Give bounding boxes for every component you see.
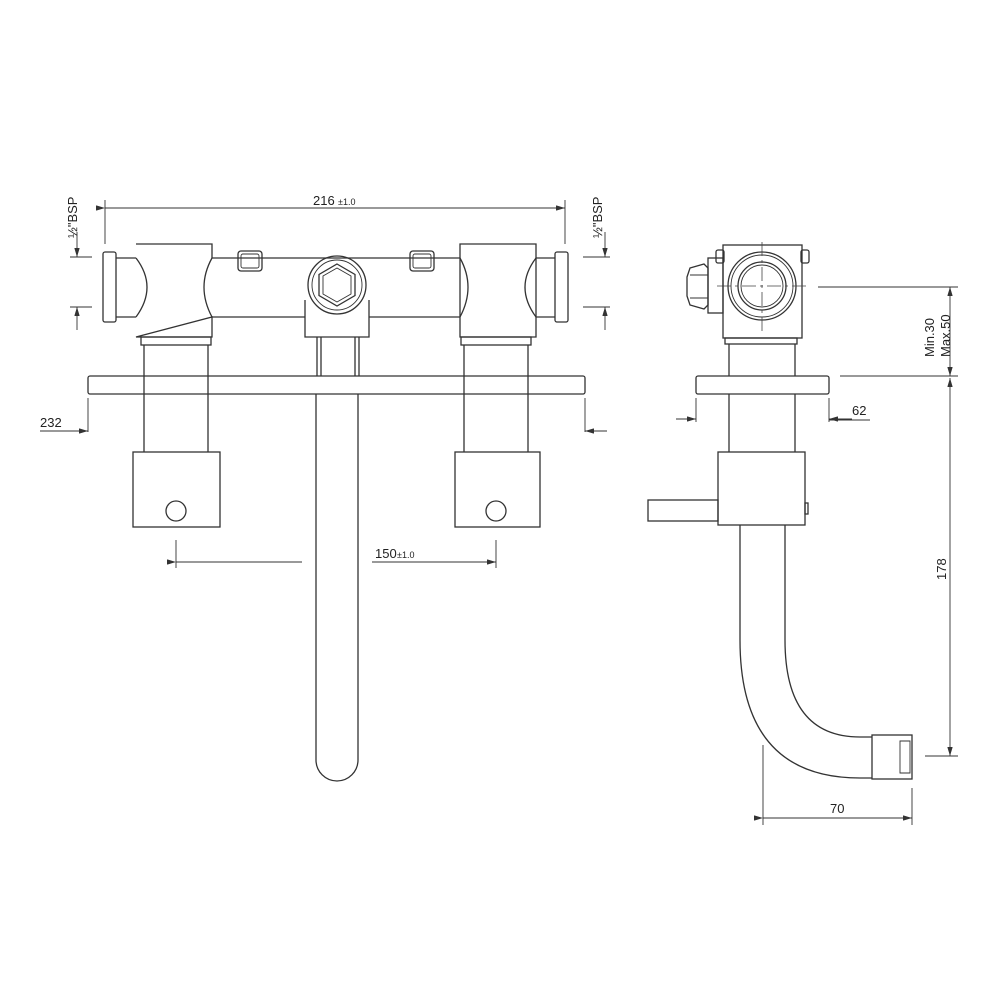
- centre-line: [717, 242, 808, 332]
- right-inlet: [524, 257, 555, 318]
- left-handle: [132, 451, 221, 528]
- bsp-label: "BSP: [590, 197, 605, 228]
- valve-body: [102, 243, 569, 338]
- dim-left-bsp: ½"BSP: [65, 197, 92, 330]
- dim-70: 70: [754, 745, 913, 825]
- dim-62-value: 62: [852, 403, 866, 418]
- dim-150-tolerance: ±1.0: [397, 550, 414, 560]
- bsp-fraction: ½: [590, 227, 605, 238]
- dim-216-tolerance: ±1.0: [338, 197, 355, 207]
- side-flange: [707, 257, 724, 314]
- min-depth: Min.30: [922, 318, 937, 357]
- wall-plate-side: [695, 375, 830, 395]
- stems: [140, 336, 532, 452]
- left-inlet: [116, 257, 148, 318]
- svg-text:½"BSP: ½"BSP: [590, 197, 605, 238]
- spout-side: [739, 525, 872, 779]
- dim-right-bsp: ½"BSP: [583, 197, 610, 330]
- dim-232-value: 232: [40, 415, 62, 430]
- bsp-label: "BSP: [65, 197, 80, 228]
- side-nut-icon: [686, 263, 709, 310]
- centre-pipe: [203, 257, 469, 318]
- handle-screw-icon: [165, 500, 187, 522]
- svg-text:½"BSP: ½"BSP: [65, 197, 80, 238]
- side-view: Min.30 Max.50 178 62 70: [647, 242, 958, 825]
- right-handle: [454, 451, 541, 528]
- dim-216-value: 216: [313, 193, 335, 208]
- handle-side: [717, 451, 806, 526]
- bsp-fraction: ½: [65, 227, 80, 238]
- centre-outlet-block: [304, 300, 370, 338]
- valve-block-side: [722, 244, 803, 339]
- front-view: 216 ±1.0 ½"BSP ½"BSP 232: [40, 193, 610, 782]
- handle-lever: [647, 499, 719, 522]
- dim-150-value: 150: [375, 546, 397, 561]
- spout-tip: [871, 734, 913, 780]
- dim-216: 216 ±1.0: [96, 193, 566, 244]
- right-end-cap: [554, 251, 569, 323]
- handle-screw-icon: [485, 500, 507, 522]
- wall-plate: [87, 375, 586, 395]
- dim-150: 150 ±1.0: [167, 540, 497, 568]
- dim-62: 62: [676, 398, 870, 422]
- left-end-cap: [102, 251, 117, 323]
- dim-178: 178: [925, 378, 958, 757]
- dim-232: 232: [40, 398, 607, 434]
- right-valve-block: [459, 243, 537, 338]
- outlet-nut-ring: [307, 255, 367, 315]
- max-depth: Max.50: [938, 314, 953, 357]
- spout: [315, 394, 359, 782]
- dim-70-value: 70: [830, 801, 844, 816]
- hex-nut-icon: [318, 263, 356, 307]
- dim-178-value: 178: [934, 558, 949, 580]
- right-tab: [409, 250, 435, 272]
- left-tab: [237, 250, 263, 272]
- dim-wall-depth: Min.30 Max.50: [818, 286, 958, 377]
